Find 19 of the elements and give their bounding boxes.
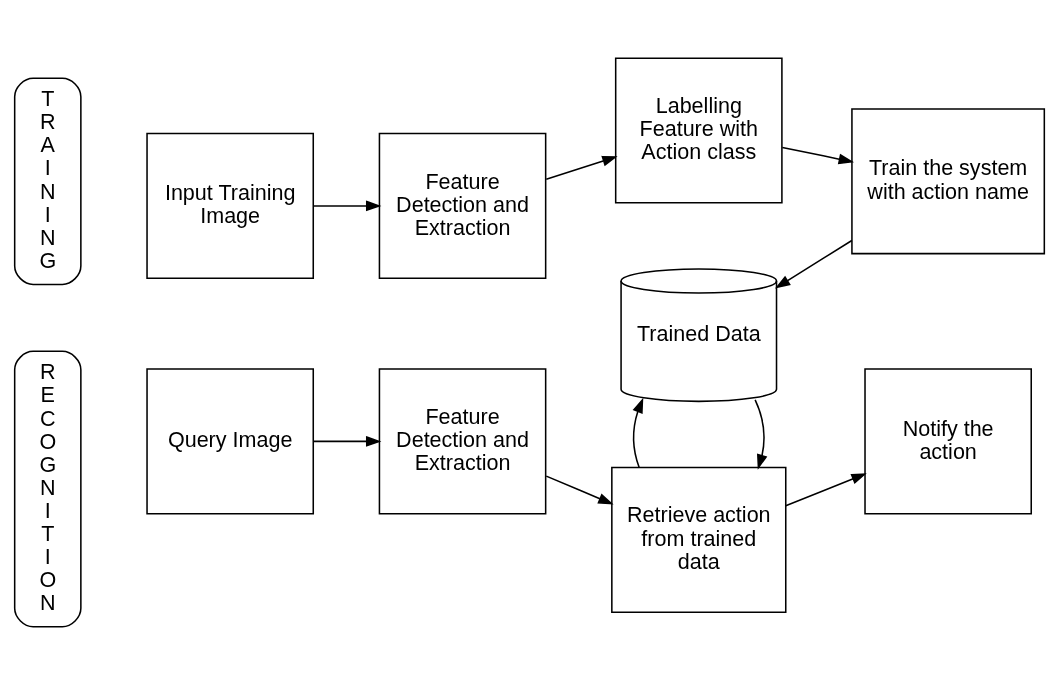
node-box: Retrieve action from trained data — [611, 466, 787, 613]
arrow — [545, 474, 614, 505]
node-box: Query Image — [146, 367, 315, 514]
arrow — [313, 200, 382, 211]
arrow — [754, 398, 768, 470]
arrow — [545, 155, 618, 180]
node-box: TRAINING — [13, 76, 82, 285]
node-box: RECOGNITION — [13, 350, 82, 628]
node-box: Input Training Image — [146, 132, 315, 279]
arrow — [774, 239, 853, 289]
node-box: Labelling Feature with Action class — [614, 56, 783, 204]
node-box: Notify the action — [864, 367, 1032, 514]
node-box: Feature Detection and Extraction — [378, 367, 547, 514]
arrow — [632, 397, 644, 468]
node-box: Feature Detection and Extraction — [378, 132, 547, 279]
arrow — [785, 472, 867, 506]
arrow — [781, 146, 855, 164]
node-box: Train the system with action name — [851, 107, 1046, 254]
arrow — [313, 435, 382, 447]
